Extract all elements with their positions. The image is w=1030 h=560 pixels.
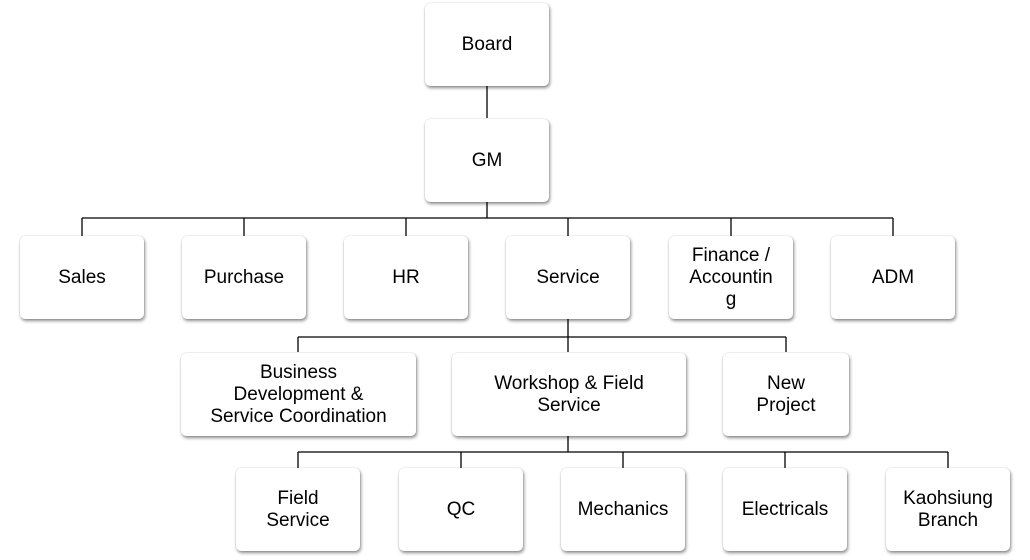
node-label: Board [461, 33, 513, 55]
node-label: Kaohsiung Branch [903, 487, 993, 531]
node-label: Mechanics [577, 498, 669, 520]
node-service: Service [506, 236, 630, 319]
node-label: Sales [58, 266, 106, 288]
node-qc: QC [399, 468, 523, 551]
node-workshop-field-service: Workshop & Field Service [452, 353, 686, 436]
node-purchase: Purchase [182, 236, 306, 319]
node-label: New Project [756, 372, 816, 416]
node-business-development: Business Development & Service Coordinat… [181, 353, 416, 436]
node-board: Board [425, 3, 549, 86]
node-label: Field Service [266, 487, 330, 531]
node-electricals: Electricals [723, 468, 847, 551]
node-label: Finance / Accountin g [689, 244, 773, 310]
node-label: Business Development & Service Coordinat… [210, 361, 387, 427]
node-new-project: New Project [723, 353, 849, 436]
node-adm: ADM [831, 236, 955, 319]
node-kaohsiung-branch: Kaohsiung Branch [886, 468, 1010, 551]
node-sales: Sales [20, 236, 144, 319]
node-label: ADM [871, 266, 915, 288]
node-label: Workshop & Field Service [494, 372, 644, 416]
node-label: Electricals [741, 498, 829, 520]
node-gm: GM [425, 119, 549, 202]
node-label: Purchase [203, 266, 285, 288]
node-label: HR [392, 266, 420, 288]
node-label: GM [471, 149, 503, 171]
node-hr: HR [344, 236, 468, 319]
node-finance-accounting: Finance / Accountin g [669, 236, 793, 319]
node-label: Service [536, 266, 600, 288]
node-label: QC [446, 498, 476, 520]
node-field-service: Field Service [236, 468, 360, 551]
node-mechanics: Mechanics [561, 468, 685, 551]
